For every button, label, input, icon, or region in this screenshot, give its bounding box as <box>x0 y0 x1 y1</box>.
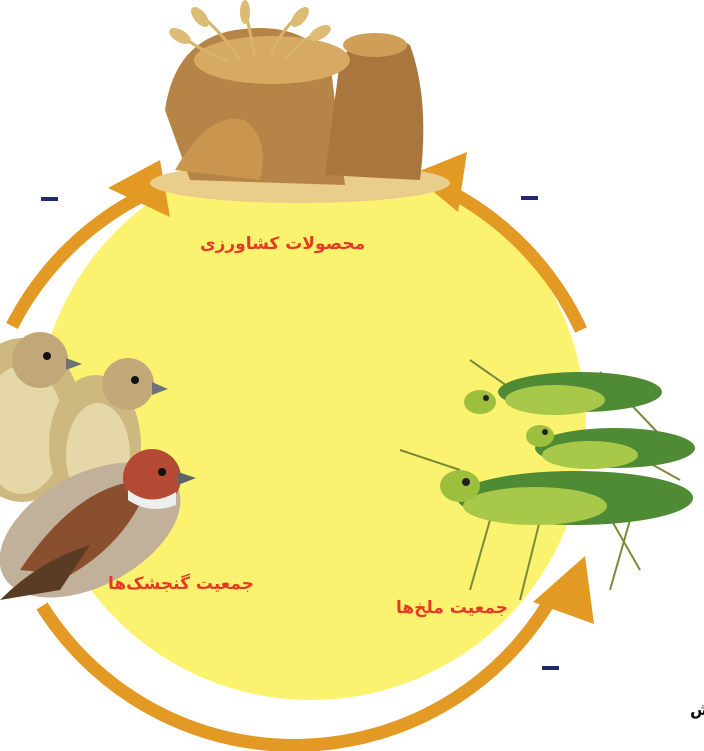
crops-label: محصولات کشاورزی <box>200 234 365 254</box>
sign-sparrows-locusts: – <box>542 666 559 670</box>
locusts-label: جمعیت ملخ‌ها <box>396 598 508 618</box>
sign-locusts-crops: – <box>521 196 538 200</box>
corner-text: ش <box>690 700 704 719</box>
sparrows-label: جمعیت گنجشک‌ها <box>108 574 254 594</box>
wheat-sack-icon <box>150 0 450 203</box>
sign-sparrows-crops: – <box>41 197 58 201</box>
